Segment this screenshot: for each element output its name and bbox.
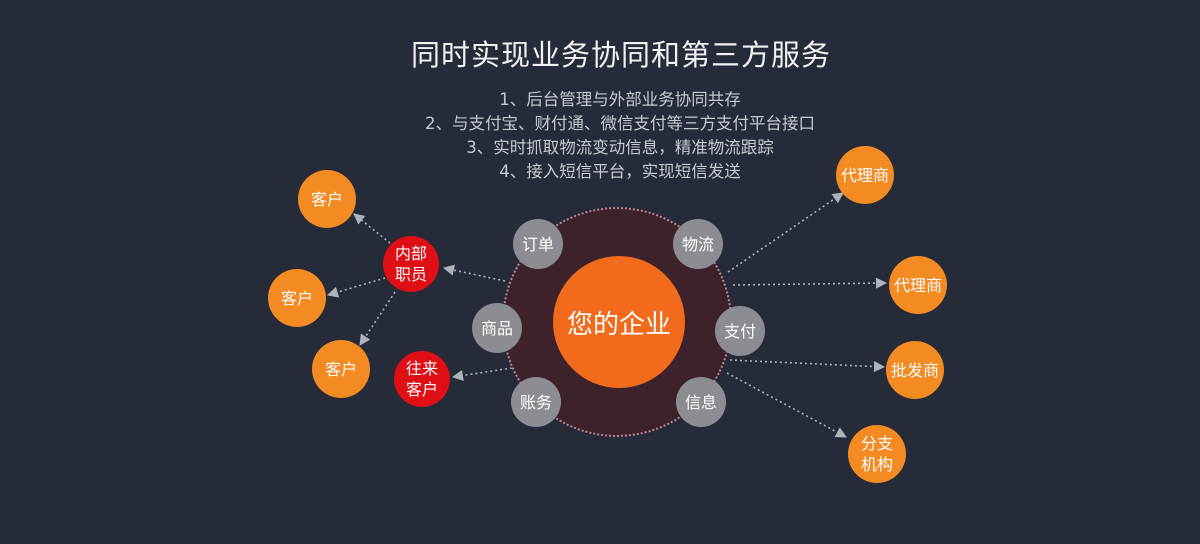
customer-node-2: 客户	[268, 269, 326, 327]
branch-node: 分支机构	[848, 425, 906, 483]
module-logistics: 物流	[673, 219, 723, 269]
enterprise-center-node: 您的企业	[553, 256, 685, 388]
customer-node-1: 客户	[298, 170, 356, 228]
page-title: 同时实现业务协同和第三方服务	[410, 38, 831, 72]
module-messages: 信息	[676, 377, 726, 427]
arrow-to-agent-2	[732, 277, 888, 289]
arrow-to-partner-customers	[451, 367, 513, 382]
agent-node-1: 代理商	[836, 146, 894, 204]
arrow-to-customer-2	[326, 277, 386, 298]
feature-item: 2、与支付宝、财付通、微信支付等三方支付平台接口	[425, 114, 815, 133]
feature-item: 3、实时抓取物流变动信息，精准物流跟踪	[466, 138, 774, 157]
agent-node-2: 代理商	[889, 256, 947, 314]
module-payment: 支付	[715, 306, 765, 356]
feature-item: 4、接入短信平台，实现短信发送	[499, 162, 741, 181]
partner-customers-node: 往来客户	[394, 351, 450, 407]
arrow-to-branch	[726, 372, 847, 438]
arrow-to-wholesaler	[729, 359, 886, 373]
module-order: 订单	[513, 219, 563, 269]
wholesaler-node: 批发商	[886, 341, 944, 399]
module-accounts: 账务	[511, 377, 561, 427]
customer-node-3: 客户	[312, 340, 370, 398]
feature-item: 1、后台管理与外部业务协同共存	[499, 90, 741, 109]
arrow-to-internal-staff	[442, 264, 506, 282]
module-goods: 商品	[472, 303, 522, 353]
arrow-to-agent-1	[727, 192, 844, 273]
arrow-to-customer-3	[359, 291, 396, 346]
arrow-to-customer-1	[353, 213, 391, 244]
internal-staff-node: 内部职员	[383, 236, 439, 292]
feature-list: 1、后台管理与外部业务协同共存 2、与支付宝、财付通、微信支付等三方支付平台接口…	[330, 88, 910, 184]
